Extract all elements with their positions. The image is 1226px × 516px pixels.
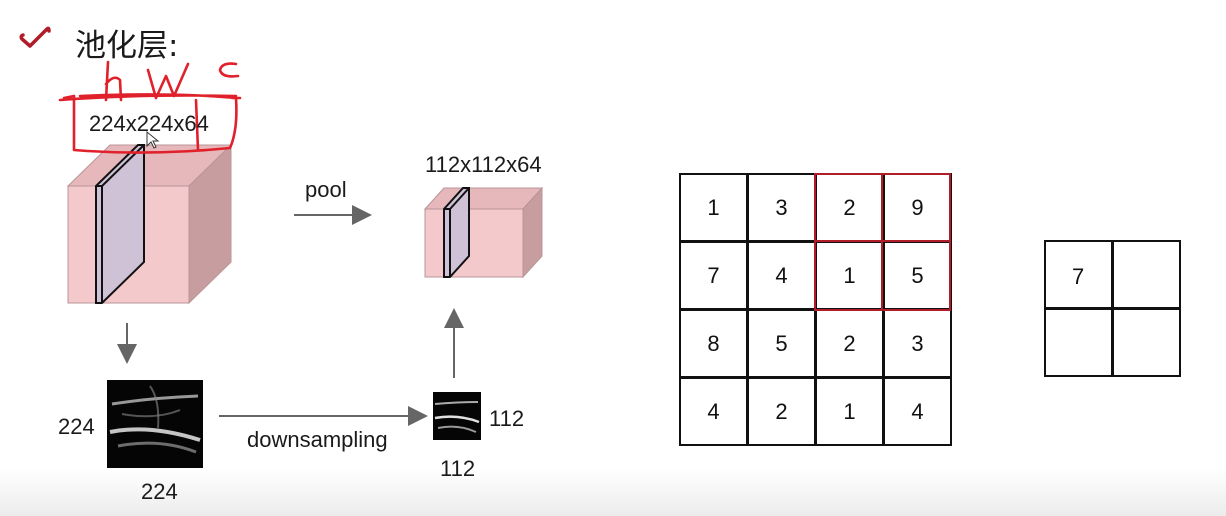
downsampling-label: downsampling bbox=[247, 427, 388, 452]
handwritten-annotations bbox=[58, 60, 242, 154]
input-grid: 1 3 2 9 7 4 1 5 8 5 2 3 4 2 1 4 bbox=[679, 173, 952, 446]
small-cube-front-face bbox=[424, 208, 524, 278]
grid-cell: 2 bbox=[815, 309, 884, 378]
page-title: 池化层: bbox=[75, 28, 179, 64]
grid-cell: 1 bbox=[679, 173, 748, 242]
small-slice-width-label: 112 bbox=[440, 456, 476, 481]
grid-cell: 1 bbox=[815, 377, 884, 446]
grid-cell: 3 bbox=[747, 173, 816, 242]
pool-label: pool bbox=[305, 177, 347, 202]
input-volume-cube bbox=[66, 143, 233, 305]
depth-slice bbox=[95, 144, 145, 304]
grid-cell: 5 bbox=[747, 309, 816, 378]
grid-cell: 4 bbox=[679, 377, 748, 446]
large-slice-width-label: 224 bbox=[141, 479, 178, 504]
input-dims-label: 224x224x64 bbox=[89, 111, 209, 136]
output-cell bbox=[1112, 308, 1181, 377]
grid-cell: 1 bbox=[815, 241, 884, 310]
output-cell bbox=[1112, 240, 1181, 309]
large-slice-height-label: 224 bbox=[58, 414, 95, 439]
grid-cell: 4 bbox=[883, 377, 952, 446]
handwritten-w bbox=[146, 62, 190, 100]
grid-cell: 3 bbox=[883, 309, 952, 378]
bottom-fade bbox=[0, 468, 1226, 516]
output-cell bbox=[1044, 308, 1113, 377]
grid-cell: 7 bbox=[679, 241, 748, 310]
handwritten-bracket bbox=[58, 93, 242, 154]
small-cube-top-face bbox=[423, 187, 544, 210]
output-cell: 7 bbox=[1044, 240, 1113, 309]
grid-cell: 2 bbox=[815, 173, 884, 242]
output-volume-cube bbox=[423, 186, 544, 279]
grid-cell: 5 bbox=[883, 241, 952, 310]
grid-cell: 8 bbox=[679, 309, 748, 378]
output-dims-label: 112x112x64 bbox=[425, 152, 542, 177]
check-icon bbox=[19, 26, 51, 48]
feature-map-small bbox=[433, 392, 481, 440]
small-slice-height-label: 112 bbox=[489, 406, 525, 431]
grid-cell: 9 bbox=[883, 173, 952, 242]
grid-cell: 2 bbox=[747, 377, 816, 446]
grid-cell: 4 bbox=[747, 241, 816, 310]
handwritten-h bbox=[104, 60, 123, 102]
output-grid: 7 bbox=[1044, 240, 1181, 377]
handwritten-c bbox=[218, 62, 240, 78]
feature-map-large bbox=[107, 380, 203, 468]
mouse-cursor-icon bbox=[146, 130, 160, 149]
